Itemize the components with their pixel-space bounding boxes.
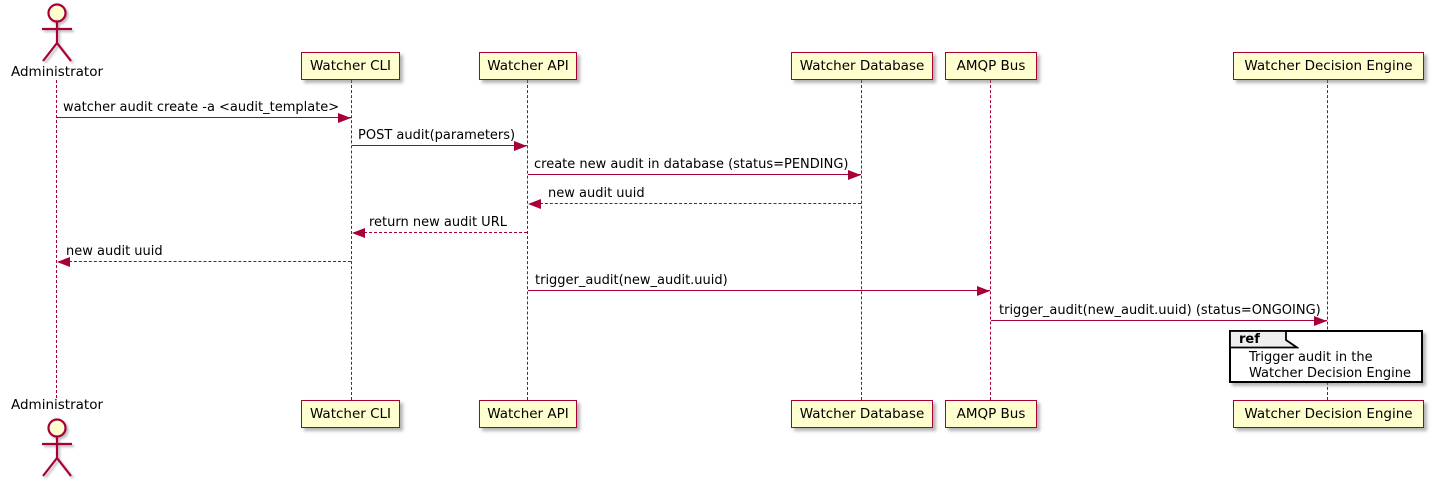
message-arrow xyxy=(530,203,861,204)
participant-watcher-api-top: Watcher API xyxy=(479,52,577,80)
message-arrow xyxy=(528,290,990,291)
message-arrow xyxy=(59,261,351,262)
lifeline-watcher-database xyxy=(861,80,862,400)
lifeline-watcher-decision-engine xyxy=(1327,80,1328,400)
message-arrow xyxy=(352,145,527,146)
message-label: trigger_audit(new_audit.uuid) (status=ON… xyxy=(999,303,1321,318)
ref-header-shape xyxy=(1229,330,1299,349)
message-arrow xyxy=(354,232,527,233)
lifeline-amqp-bus xyxy=(990,80,991,400)
participant-watcher-database-top: Watcher Database xyxy=(791,52,933,80)
lifeline-administrator xyxy=(56,80,57,398)
arrowhead-icon xyxy=(352,228,365,238)
participant-watcher-cli-bottom: Watcher CLI xyxy=(301,400,400,428)
arrowhead-icon xyxy=(338,113,351,123)
ref-text-line1: Trigger audit in the xyxy=(1249,350,1373,365)
arrowhead-icon xyxy=(528,199,541,209)
participant-watcher-decision-engine-top: Watcher Decision Engine xyxy=(1233,52,1424,80)
arrowhead-icon xyxy=(848,170,861,180)
ref-tag-label: ref xyxy=(1239,332,1260,347)
ref-fragment: ref Trigger audit in the Watcher Decisio… xyxy=(1229,330,1423,383)
actor-label-bottom: Administrator xyxy=(10,397,104,413)
arrowhead-icon xyxy=(514,141,527,151)
arrowhead-icon xyxy=(977,286,990,296)
actor-label-top: Administrator xyxy=(10,64,104,80)
message-arrow xyxy=(528,174,861,175)
participant-amqp-bus-top: AMQP Bus xyxy=(945,52,1037,80)
arrowhead-icon xyxy=(1314,316,1327,326)
arrowhead-icon xyxy=(57,257,70,267)
message-label: return new audit URL xyxy=(369,215,507,230)
message-label: trigger_audit(new_audit.uuid) xyxy=(535,273,728,288)
participant-watcher-api-bottom: Watcher API xyxy=(479,400,577,428)
message-label: POST audit(parameters) xyxy=(358,128,516,143)
message-label: create new audit in database (status=PEN… xyxy=(534,157,849,172)
lifeline-watcher-cli xyxy=(351,80,352,400)
message-label: new audit uuid xyxy=(66,244,163,259)
actor-icon xyxy=(42,3,72,62)
participant-amqp-bus-bottom: AMQP Bus xyxy=(945,400,1037,428)
message-arrow xyxy=(57,117,351,118)
ref-text: Trigger audit in the Watcher Decision En… xyxy=(1249,350,1411,382)
participant-watcher-database-bottom: Watcher Database xyxy=(791,400,933,428)
participant-watcher-decision-engine-bottom: Watcher Decision Engine xyxy=(1233,400,1424,428)
message-label: new audit uuid xyxy=(548,186,645,201)
message-label: watcher audit create -a <audit_template> xyxy=(63,100,340,115)
message-arrow xyxy=(991,320,1327,321)
ref-text-line2: Watcher Decision Engine xyxy=(1249,366,1411,381)
lifeline-watcher-api xyxy=(527,80,528,400)
participant-watcher-cli-top: Watcher CLI xyxy=(301,52,400,80)
actor-icon xyxy=(42,418,72,477)
